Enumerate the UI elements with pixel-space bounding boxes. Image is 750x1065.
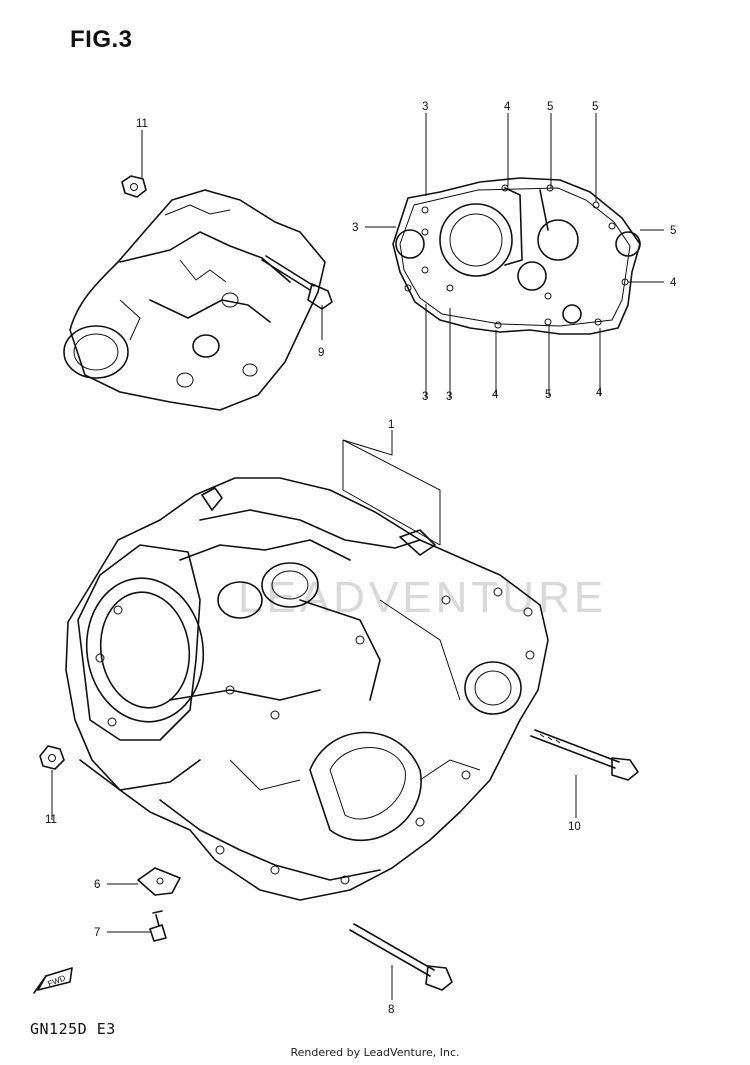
crankcase-left-cover-drawing (63, 175, 333, 411)
callout-7: 7 (94, 927, 100, 939)
callout-4-bottom-b: 4 (596, 387, 603, 399)
screw-7-drawing (149, 910, 167, 942)
callout-11-bottom: 11 (45, 814, 57, 826)
callout-10: 10 (568, 821, 581, 833)
callout-labels: 1 3 3 3 3 4 4 4 4 5 5 5 5 5 6 7 8 9 10 1… (45, 101, 677, 1016)
callout-4-bottom-a: 4 (492, 389, 499, 401)
clip-6-drawing (137, 867, 181, 896)
callout-11-top: 11 (136, 118, 148, 130)
callout-8: 8 (388, 1004, 394, 1016)
callout-3-bottom-a: 3 (422, 391, 428, 403)
model-code: GN125D E3 (30, 1020, 116, 1038)
callout-5-right: 5 (670, 225, 676, 237)
callout-3-bottom-b: 3 (446, 391, 452, 403)
bolt-8-drawing (349, 923, 453, 991)
callout-5-top-a: 5 (547, 101, 553, 113)
watermark: LEADVENTURE (238, 573, 607, 622)
callout-3-left: 3 (352, 222, 358, 234)
crankcase-assembly-drawing (65, 439, 549, 901)
bolt-10-drawing (530, 729, 639, 781)
callout-4-top: 4 (504, 101, 511, 113)
callout-1: 1 (388, 419, 394, 431)
callout-5-bottom: 5 (545, 389, 551, 401)
figure-title: FIG.3 (70, 26, 133, 53)
crankcase-gasket-drawing (392, 177, 641, 335)
forward-direction-arrow: FWD (33, 967, 73, 994)
callout-9: 9 (318, 347, 324, 359)
callout-6: 6 (94, 879, 100, 891)
nut-11-lower-drawing (39, 745, 65, 770)
credit-line: Rendered by LeadVenture, Inc. (290, 1046, 460, 1059)
leader-lines (51, 113, 664, 1000)
callout-4-right: 4 (670, 277, 677, 289)
callout-5-top-b: 5 (592, 101, 598, 113)
callout-3-top: 3 (422, 101, 428, 113)
